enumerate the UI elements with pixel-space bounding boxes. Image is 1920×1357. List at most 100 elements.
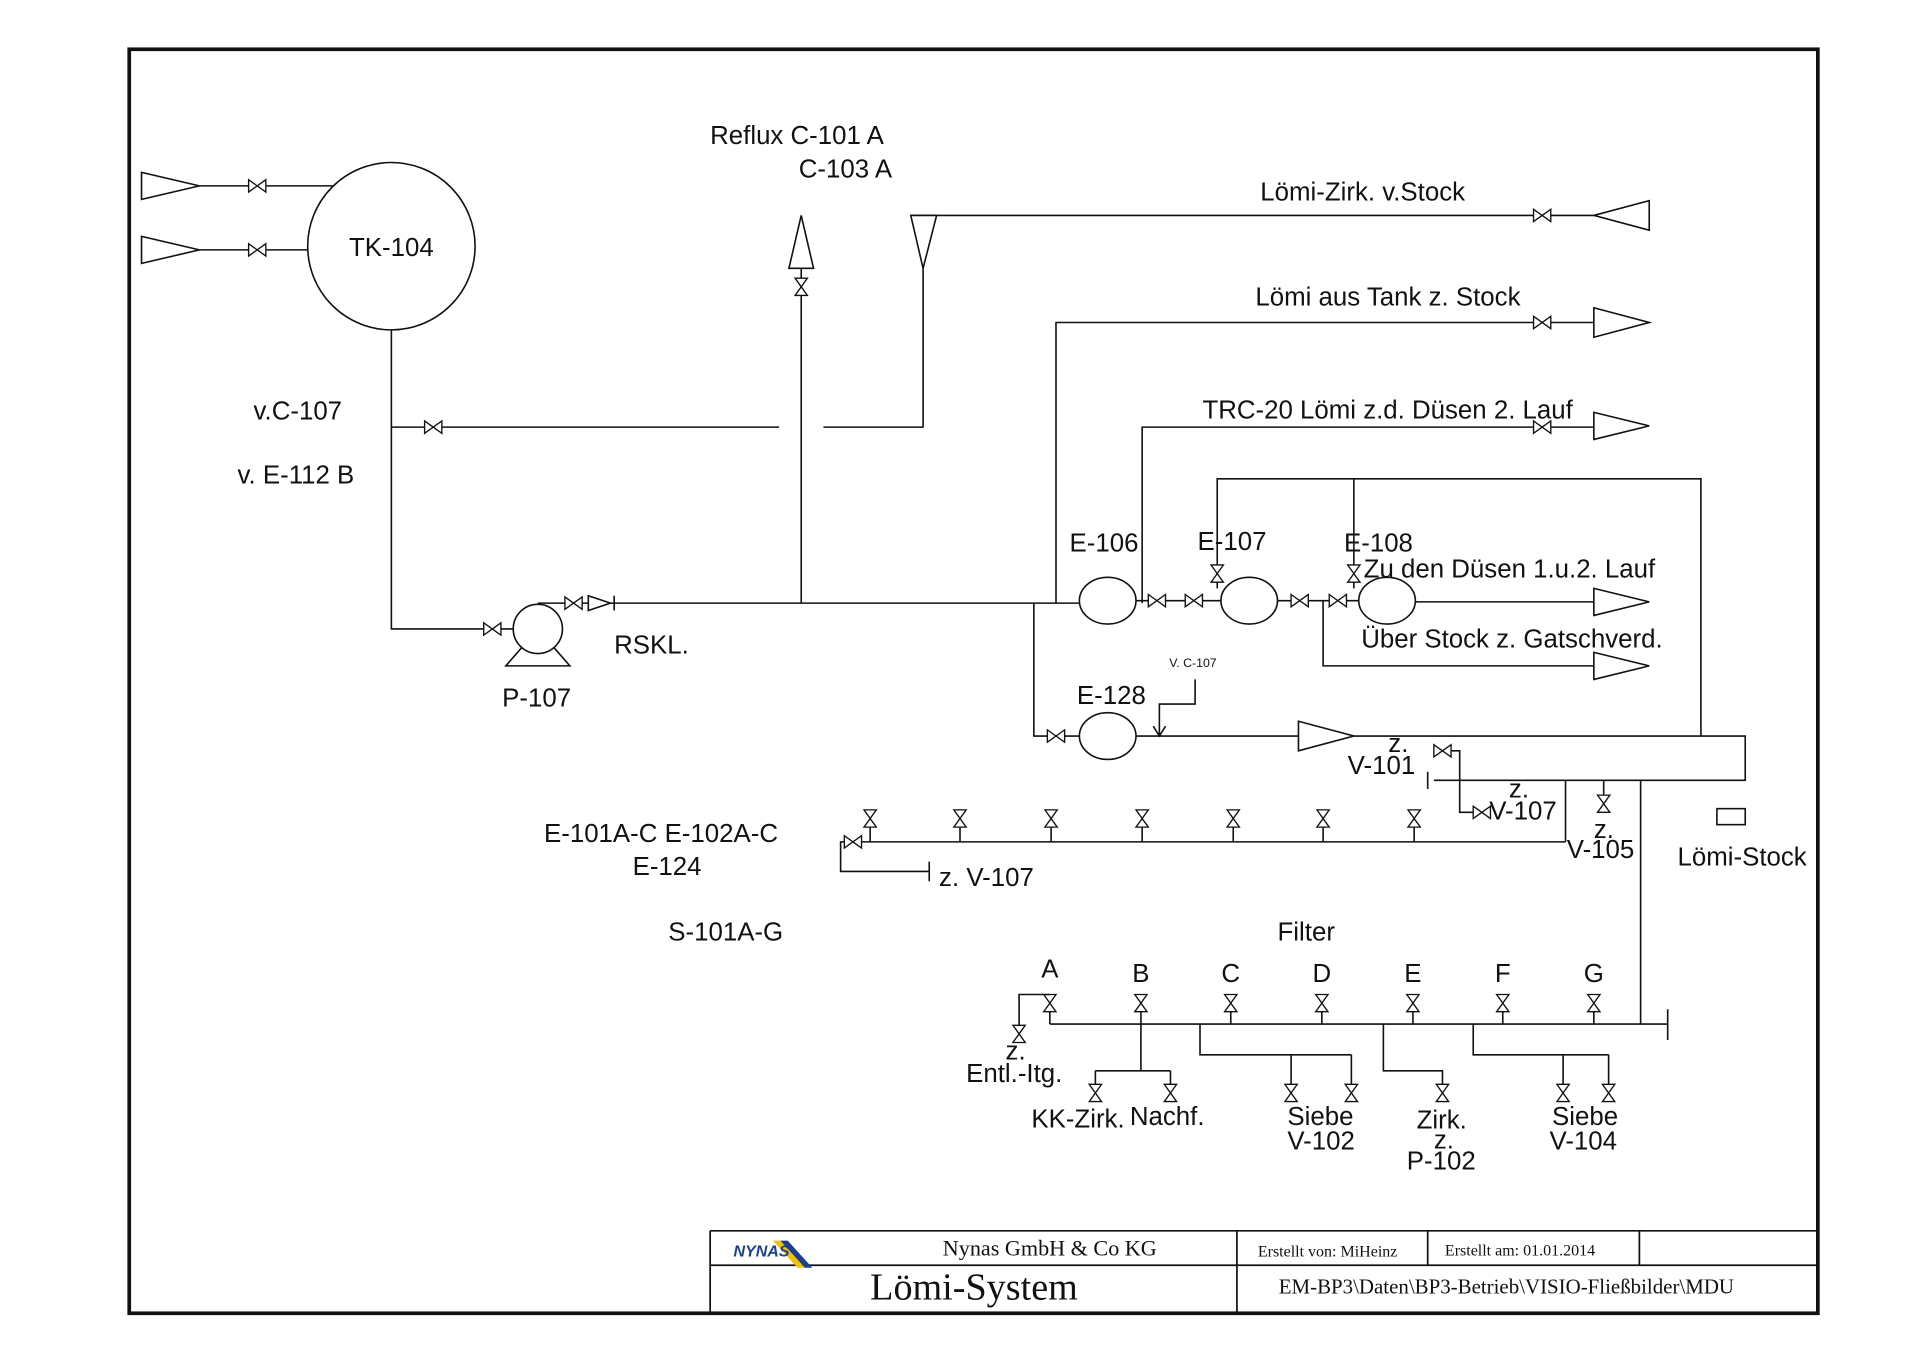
valve <box>1556 1083 1570 1103</box>
flow-arrow-circ-from-stock <box>1590 199 1651 232</box>
e128-label: E-128 <box>1077 682 1146 710</box>
label-v104: V-104 <box>1550 1128 1618 1156</box>
created-on: Erstellt am: 01.01.2014 <box>1445 1242 1595 1259</box>
file-path: EM-BP3\Daten\BP3-Betrieb\VISIO-Fließbild… <box>1279 1275 1734 1299</box>
exchanger-e108 <box>1357 576 1417 625</box>
valve <box>1046 729 1066 743</box>
pipe-filter-manifold <box>1049 1009 1669 1041</box>
inlet-arrow-bottom <box>140 235 200 265</box>
label-v101: V-101 <box>1348 752 1416 780</box>
label-sieve-102: Siebe <box>1287 1103 1353 1131</box>
valve <box>1587 993 1601 1013</box>
valve <box>863 809 877 828</box>
label-circ: Zirk. <box>1417 1107 1467 1135</box>
label-vent-z: z. <box>1006 1038 1026 1066</box>
flow-arrow-reflux <box>787 215 815 270</box>
label-vc107-small: V. C-107 <box>1169 656 1217 670</box>
exchanger-e107 <box>1220 576 1279 625</box>
valve <box>1147 593 1167 608</box>
company-name: Nynas GmbH & Co KG <box>943 1235 1157 1260</box>
label-lomi-stock: Lömi-Stock <box>1678 843 1807 871</box>
valve <box>1315 993 1329 1013</box>
label-to-v107-manifold: z. V-107 <box>939 864 1034 892</box>
pipe-trc20 <box>1141 426 1594 604</box>
logo-stripe-yellow <box>772 1240 805 1268</box>
label-sieve-104: Siebe <box>1552 1103 1618 1131</box>
valve <box>423 420 443 434</box>
valve <box>1407 809 1421 828</box>
valve <box>1433 743 1452 758</box>
valve <box>1044 809 1058 828</box>
valve <box>247 179 267 193</box>
exchanger-e106 <box>1078 576 1137 625</box>
filter-letter-g: G <box>1584 960 1604 988</box>
label-rskl: RSKL. <box>614 632 689 660</box>
label-circ-from-stock: Lömi-Zirk. v.Stock <box>1260 179 1465 207</box>
label-from-c107: v.C-107 <box>254 398 343 426</box>
filter-letter-f: F <box>1495 960 1511 988</box>
drawing-frame <box>127 47 1820 1316</box>
flow-arrow-down <box>909 214 938 269</box>
valve <box>247 243 267 257</box>
manifold-stems <box>869 827 1415 842</box>
valve <box>1043 993 1057 1013</box>
pipe-bypass-loop <box>1216 478 1702 737</box>
valve <box>1184 593 1204 608</box>
pipe-to-e128 <box>1033 603 1080 737</box>
flow-arrow-trc20 <box>1593 411 1650 441</box>
e106-label: E-106 <box>1070 529 1139 557</box>
created-by: Erstellt von: MiHeinz <box>1258 1244 1398 1261</box>
valve <box>1223 993 1238 1013</box>
label-v102: V-102 <box>1287 1128 1355 1156</box>
label-v105: V-105 <box>1567 836 1635 864</box>
label-p102: P-102 <box>1407 1147 1476 1175</box>
valve <box>483 622 502 636</box>
valve <box>1135 809 1149 828</box>
e107-label: E-107 <box>1198 528 1267 556</box>
valve <box>1328 593 1348 608</box>
valve <box>953 809 967 828</box>
filter-title: Filter <box>1278 918 1336 946</box>
label-exchangers-1: E-101A-C E-102A-C <box>544 820 778 848</box>
e108-label: E-108 <box>1344 529 1413 557</box>
pipe-filter-fg <box>1472 1024 1610 1085</box>
filter-letter-e: E <box>1404 960 1421 988</box>
nynas-logo: NYNAS <box>734 1240 813 1268</box>
logo-text: NYNAS <box>734 1244 790 1261</box>
valve <box>794 277 809 297</box>
label-reflux-2: C-103 A <box>799 155 893 183</box>
label-nachf: Nachf. <box>1130 1103 1205 1131</box>
pump-base <box>504 646 572 667</box>
filter-letter-d: D <box>1313 960 1332 988</box>
flow-arrow-tank-to-stock <box>1593 306 1653 339</box>
pipe-tank-to-pump <box>390 329 514 630</box>
filter-stems <box>1049 1011 1595 1025</box>
label-exchangers-2: E-124 <box>633 853 702 881</box>
label-from-e112b: v. E-112 B <box>238 462 355 490</box>
pipe-vent <box>1018 993 1050 1026</box>
valve <box>1344 1083 1359 1103</box>
label-vent: Entl.-Itg. <box>966 1060 1062 1088</box>
lomi-stock-symbol <box>1716 807 1747 826</box>
valve <box>1226 809 1241 828</box>
valve <box>1284 1083 1298 1103</box>
title-block-grid <box>709 1229 1818 1314</box>
label-strainers: S-101A-G <box>668 918 783 946</box>
label-tank-to-stock: Lömi aus Tank z. Stock <box>1255 283 1520 311</box>
label-v107: V-107 <box>1489 798 1557 826</box>
label-kk-circ: KK-Zirk. <box>1031 1105 1124 1133</box>
pump-label: P-107 <box>502 684 571 712</box>
pipe-exchanger-manifold <box>839 841 1566 882</box>
valve <box>564 596 583 610</box>
check-valve <box>587 594 613 612</box>
valve <box>1347 564 1361 583</box>
label-circ-z: z. <box>1434 1126 1454 1154</box>
pipe-to-v107 <box>1451 750 1474 814</box>
pipe-e128-outlet <box>1136 735 1747 789</box>
valve <box>1495 993 1510 1013</box>
inlet-arrow-top <box>140 171 200 201</box>
filter-letter-a: A <box>1041 955 1059 983</box>
valve <box>843 835 863 849</box>
valve <box>1088 1083 1103 1103</box>
